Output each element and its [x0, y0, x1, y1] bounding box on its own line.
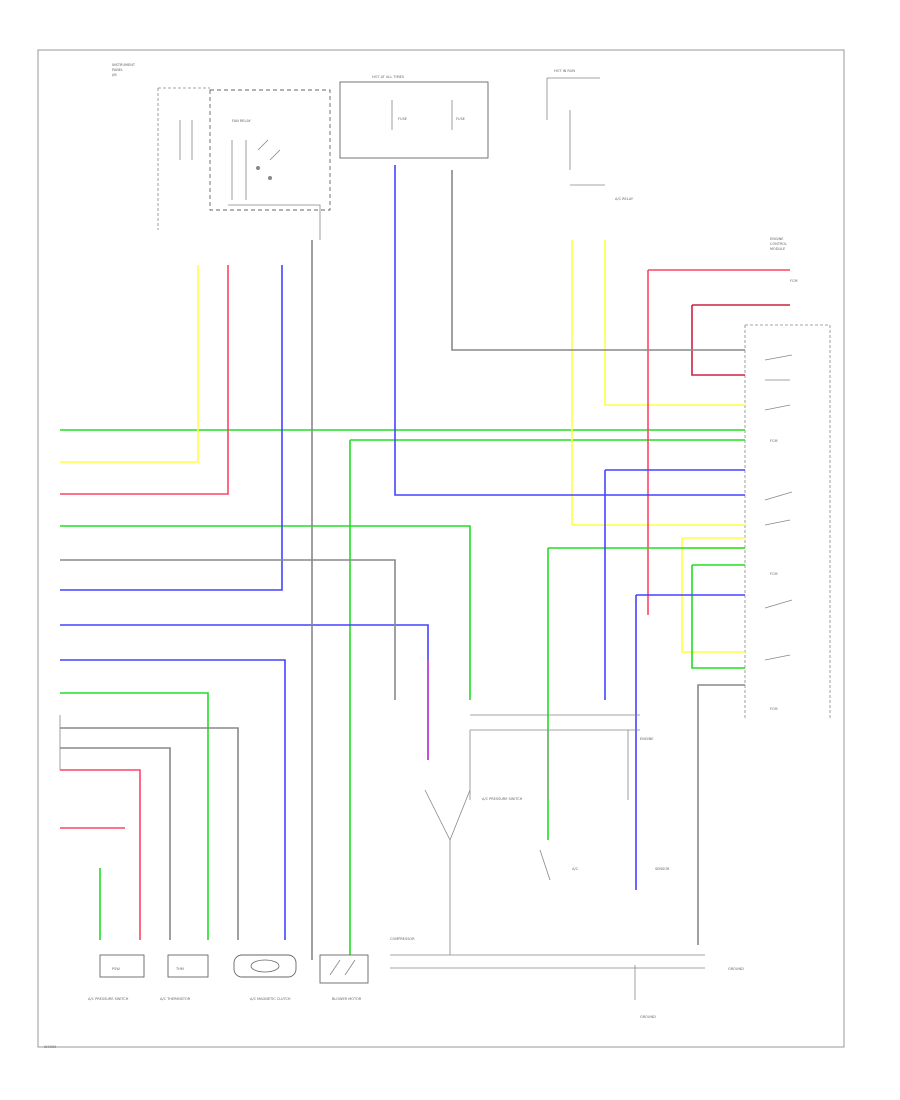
svg-text:FCM: FCM — [790, 279, 797, 283]
bottom-component-label-2: A/C THERMISTOR — [160, 997, 191, 1001]
right-module-label: ENGINE CONTROL MODULE — [770, 237, 788, 251]
footer-code: W4090 — [44, 1045, 56, 1049]
hot-at-all-times-fuse-block: HOT AT ALL TIMES FUSE FUSE — [339, 75, 489, 159]
top-center-fuse-label: HOT AT ALL TIMES — [372, 75, 405, 79]
ac-thermistor — [167, 954, 209, 978]
svg-text:FCM: FCM — [770, 572, 777, 576]
hot-in-run-fuse: HOT IN RUN A/C RELAY — [546, 69, 634, 201]
svg-text:PSW: PSW — [112, 967, 120, 971]
blower-motor — [319, 954, 369, 984]
svg-text:GROUND: GROUND — [640, 1015, 656, 1019]
bottom-right-ground-label: GROUND — [728, 967, 744, 971]
svg-text:THM: THM — [175, 967, 184, 971]
diagram-frame — [37, 49, 845, 1048]
wires — [59, 165, 790, 960]
top-right-label: HOT IN RUN — [554, 69, 575, 73]
top-left-module-label: INSTRUMENT PANEL J/B — [111, 63, 136, 77]
svg-text:FUSE: FUSE — [398, 117, 407, 121]
bottom-component-label-5: COMPRESSOR — [390, 937, 415, 941]
bottom-component-label-3: A/C MAGNETIC CLUTCH — [250, 997, 291, 1001]
bottom-components: PSW A/C PRESSURE SWITCH THM A/C THERMIST… — [88, 937, 415, 1001]
fan-relay: FAN RELAY — [209, 89, 331, 240]
svg-text:A/C RELAY: A/C RELAY — [615, 197, 634, 201]
relay-box-label: FAN RELAY — [232, 119, 252, 123]
engine-control-module: ENGINE CONTROL MODULE FCM FCM FCM FCM — [744, 237, 831, 720]
svg-text:FUSE: FUSE — [456, 117, 465, 121]
svg-text:SENSOR: SENSOR — [655, 867, 670, 871]
ac-magnetic-clutch — [233, 954, 297, 978]
svg-text:FCM: FCM — [770, 707, 777, 711]
ac-pressure-switch — [99, 954, 145, 978]
bottom-component-label-1: A/C PRESSURE SWITCH — [88, 997, 129, 1001]
center-junction: A/C PRESSURE SWITCH ENGINE A/C SENSOR GR… — [390, 714, 744, 1019]
svg-text:ENGINE: ENGINE — [640, 737, 653, 741]
svg-text:A/C: A/C — [572, 867, 579, 871]
center-bottom-label: A/C PRESSURE SWITCH — [482, 797, 523, 801]
bottom-component-label-4: BLOWER MOTOR — [332, 997, 362, 1001]
svg-text:FCM: FCM — [770, 439, 777, 443]
instrument-panel-junction-block: INSTRUMENT PANEL J/B — [111, 63, 210, 230]
